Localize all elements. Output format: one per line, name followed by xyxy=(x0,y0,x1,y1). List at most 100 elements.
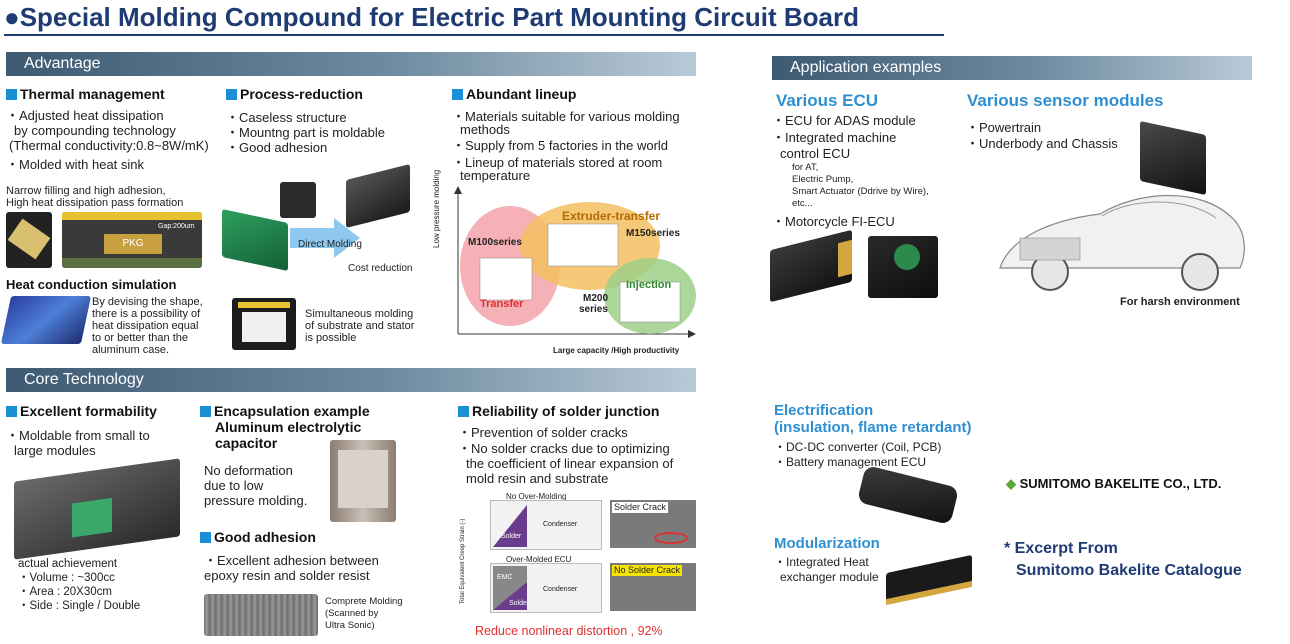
encapsulation-text: pressure molding. xyxy=(204,493,308,508)
stator-text: Simultaneous molding xyxy=(305,308,414,320)
injection-label: Injection xyxy=(626,279,672,291)
electrification-heading: Electrification xyxy=(774,402,874,419)
thermal-line: ・Molded with heat sink xyxy=(6,157,145,172)
square-bullet-icon xyxy=(200,532,211,543)
direct-molding-label: Direct Molding xyxy=(298,239,362,250)
capacitor-body xyxy=(338,450,388,508)
module-board xyxy=(72,497,112,538)
scan-caption: Ultra Sonic) xyxy=(325,620,375,631)
process-line: ・Good adhesion xyxy=(226,140,328,155)
chart2-title: Over-Molded ECU xyxy=(506,555,572,564)
cost-reduction-label: Cost reduction xyxy=(348,263,413,274)
lineup-line: ・Supply from 5 factories in the world xyxy=(452,138,669,153)
lineup-line: ・Lineup of materials stored at room xyxy=(452,155,663,170)
solder-region-label: Solder xyxy=(509,600,530,607)
square-bullet-icon xyxy=(452,89,463,100)
module-pins xyxy=(886,580,972,606)
condenser-region-label: Condenser xyxy=(543,586,578,593)
lineup-line: temperature xyxy=(460,168,531,183)
encapsulation-text: No deformation xyxy=(204,463,293,478)
motorcycle-ecu-line: ・Motorcycle FI-ECU xyxy=(772,214,895,229)
achievement-line: ・Side : Single / Double xyxy=(18,600,141,612)
square-bullet-icon xyxy=(200,406,211,417)
simulation-text: By devising the shape, xyxy=(92,296,203,308)
thermal-line: (Thermal conductivity:0.8~8W/mK) xyxy=(9,138,209,153)
transfer-label: Transfer xyxy=(480,298,524,310)
achievement-line: ・Volume : ~300cc xyxy=(18,572,115,584)
scan-caption: (Scanned by xyxy=(325,608,379,619)
y-axis-label: Low pressure molding xyxy=(432,169,441,248)
stator-text: is possible xyxy=(305,332,357,344)
lineup-line: ・Materials suitable for various molding xyxy=(452,109,680,124)
electrification-heading: (insulation, flame retardant) xyxy=(774,419,972,436)
process-line: ・Caseless structure xyxy=(226,110,347,125)
chip-layer xyxy=(7,218,51,260)
company-logo: ◆ SUMITOMO BAKELITE CO., LTD. xyxy=(1006,476,1222,491)
encapsulation-heading-line: capacitor xyxy=(215,435,278,451)
solder-crack-photo: Solder Crack xyxy=(610,500,696,548)
chart1-title: No Over-Molding xyxy=(506,492,567,501)
achievement-line: ・Area : 20X30cm xyxy=(18,586,112,598)
stator-layer xyxy=(238,302,290,308)
formability-heading: Excellent formability xyxy=(6,403,157,419)
large-module-image xyxy=(14,458,180,560)
capacitor-cross-section-image xyxy=(330,440,396,522)
ecu-sub-line: for AT, xyxy=(792,162,819,173)
ecu-board xyxy=(894,244,920,270)
solder-region-label: Solder xyxy=(501,533,522,540)
sensor-modules-heading: Various sensor modules xyxy=(967,91,1164,110)
thermal-line: by compounding technology xyxy=(14,123,176,138)
modularization-line: exchanger module xyxy=(780,570,879,584)
ecu-line: control ECU xyxy=(780,146,851,161)
lineup-line: methods xyxy=(460,122,510,137)
core-technology-banner: Core Technology xyxy=(6,368,696,392)
thermal-line: ・Adjusted heat dissipation xyxy=(6,108,164,123)
stator-text: of substrate and stator xyxy=(305,320,415,332)
electrification-line: ・DC-DC converter (Coil, PCB) xyxy=(774,440,942,454)
no-solder-crack-label: No Solder Crack xyxy=(612,565,683,576)
simulation-text: aluminum case. xyxy=(92,344,170,356)
solder-line: mold resin and substrate xyxy=(466,471,609,486)
adhesion-line: epoxy resin and solder resist xyxy=(204,568,370,583)
solder-heading: Reliability of solder junction xyxy=(458,403,659,419)
thermal-heading: Thermal management xyxy=(6,86,165,102)
solder-line: ・No solder cracks due to optimizing xyxy=(458,441,670,456)
sensor-line: ・Underbody and Chassis xyxy=(966,136,1118,151)
advantage-banner: Advantage xyxy=(6,52,696,76)
chip-cross-section-image xyxy=(6,212,52,268)
adhesion-heading: Good adhesion xyxy=(200,529,316,545)
square-bullet-icon xyxy=(458,406,469,417)
car-cutaway-image xyxy=(999,195,1245,291)
lineup-diagram xyxy=(454,186,696,338)
electrification-line: ・Battery management ECU xyxy=(774,455,927,469)
formability-line: large modules xyxy=(14,443,96,458)
emc-region-label: EMC xyxy=(497,574,513,581)
strain-triangle xyxy=(493,582,527,610)
distortion-result: Reduce nonlinear distortion , 92% xyxy=(475,624,663,638)
x-axis-label: Large capacity /High productivity xyxy=(553,346,680,355)
pkg-block: PKG xyxy=(104,234,162,254)
gap-label: Gap:200um xyxy=(158,223,195,230)
process-line: ・Mountng part is moldable xyxy=(226,125,385,140)
component-image xyxy=(280,182,316,218)
ecu-connector xyxy=(838,239,852,278)
package-cross-section-image: PKG Gap:200um xyxy=(62,212,202,268)
dc-dc-converter-image xyxy=(856,464,960,526)
thermal-caption: Narrow filling and high adhesion, xyxy=(6,185,166,197)
square-bullet-icon xyxy=(6,406,17,417)
simulation-text: there is a possibility of xyxy=(92,308,201,320)
achievement-line: actual achievement xyxy=(18,558,118,570)
heat-sink-layer xyxy=(62,212,202,220)
modularization-heading: Modularization xyxy=(774,535,880,552)
condenser-region-label: Condenser xyxy=(543,521,578,528)
ecu-line: ・ECU for ADAS module xyxy=(772,113,916,128)
m200-label: M200 xyxy=(583,293,609,304)
simulation-text: heat dissipation equal xyxy=(92,320,199,332)
m100-label: M100series xyxy=(468,237,522,248)
sensor-line: ・Powertrain xyxy=(966,120,1042,135)
various-ecu-heading: Various ECU xyxy=(776,91,879,110)
page-title: ●Special Molding Compound for Electric P… xyxy=(4,2,859,32)
modularization-line: ・Integrated Heat xyxy=(774,555,869,569)
circuit-board-image xyxy=(222,208,288,272)
strain-axis-label: Total Equivalent Creep Strain (-) xyxy=(460,518,466,604)
